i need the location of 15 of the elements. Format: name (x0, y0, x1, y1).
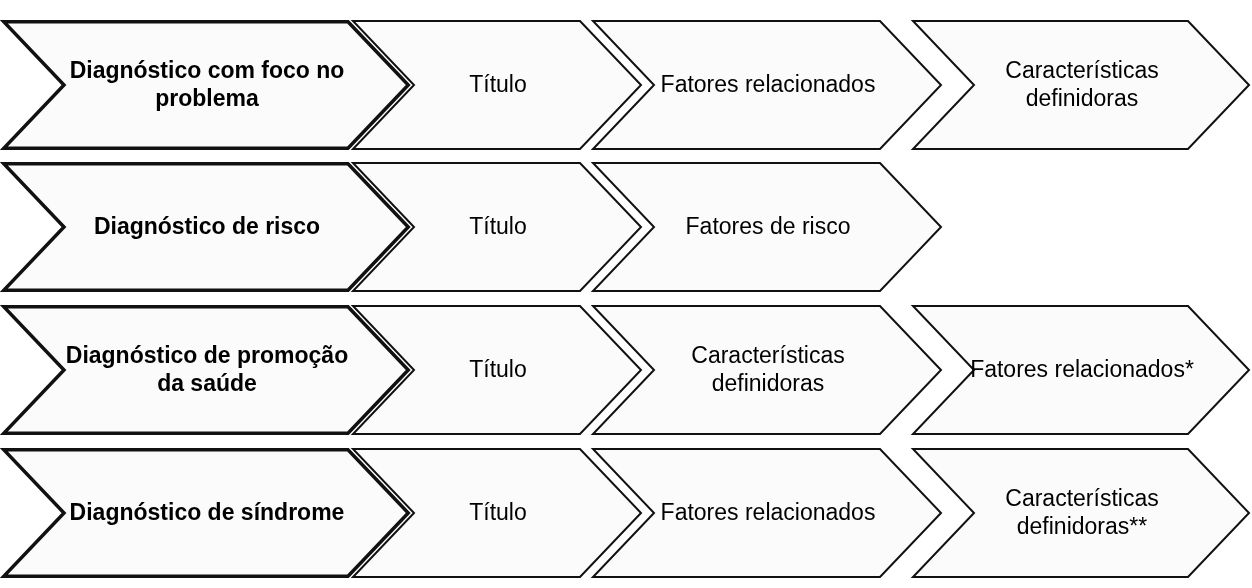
diagnosis-type-label: Diagnóstico de síndrome (69, 499, 345, 527)
component-label: Fatores relacionados* (970, 356, 1194, 384)
component-label: Título (469, 499, 527, 527)
component-label: Título (469, 71, 527, 99)
component-label: Fatores relacionados (660, 71, 876, 99)
component-label: Características definidoras (1004, 57, 1160, 113)
component-label: Características definidoras** (1004, 485, 1160, 541)
diagnosis-type-label: Diagnóstico de risco (93, 213, 321, 241)
component-label: Título (469, 356, 527, 384)
component-label: Fatores de risco (685, 213, 851, 241)
component-label: Fatores relacionados (660, 499, 876, 527)
component-label: Título (469, 213, 527, 241)
diagnosis-type-label: Diagnóstico de promoção da saúde (64, 342, 350, 398)
component-label: Características definidoras (690, 342, 846, 398)
diagnosis-type-label: Diagnóstico com foco no problema (68, 57, 346, 113)
